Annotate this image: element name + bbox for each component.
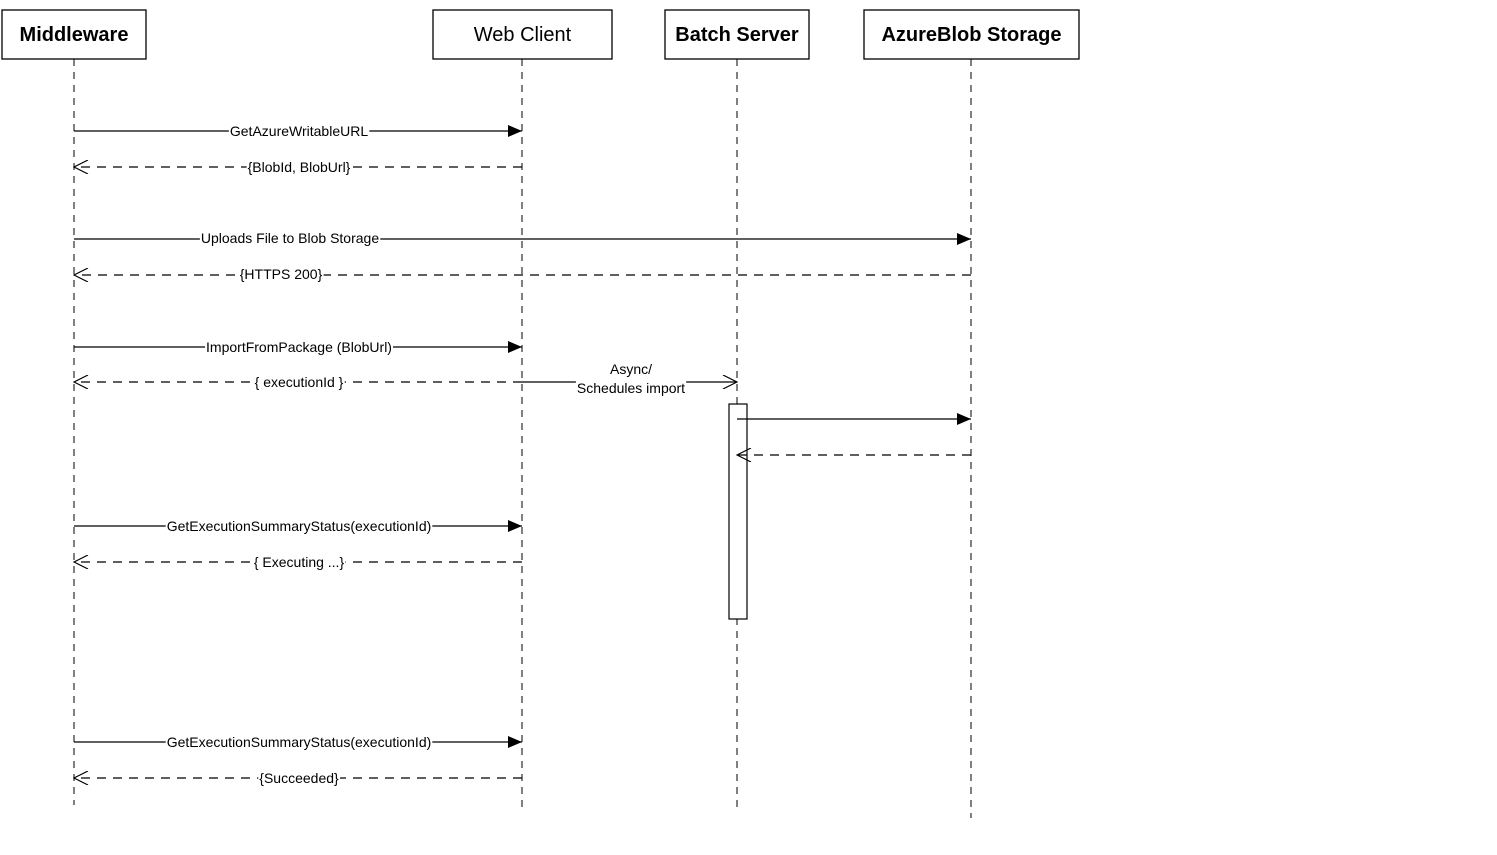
participant-box — [432, 9, 613, 60]
message-succeeded-return: {Succeeded} — [74, 770, 522, 786]
message-get-status-1: GetExecutionSummaryStatus(executionId) — [74, 518, 522, 534]
participant-box — [664, 9, 810, 60]
label-background — [238, 266, 324, 282]
participant-middleware: Middleware — [1, 9, 147, 60]
message-label: { executionId } — [255, 374, 344, 390]
message-label: ImportFromPackage (BlobUrl) — [206, 339, 392, 355]
message-label: {BlobId, BlobUrl} — [248, 159, 351, 175]
participant-box — [1, 9, 147, 60]
participant-label: AzureBlob Storage — [881, 24, 1061, 46]
message-label: { Executing ...} — [254, 554, 345, 570]
label-background — [246, 159, 352, 175]
participant-batch-server: Batch Server — [664, 9, 810, 60]
label-background — [199, 230, 381, 246]
message-https-200-return: {HTTPS 200} — [74, 266, 971, 282]
label-background — [165, 734, 433, 750]
participant-azureblob-storage: AzureBlob Storage — [863, 9, 1080, 60]
message-label: {Succeeded} — [259, 770, 339, 786]
message-label: Schedules import — [577, 380, 685, 396]
message-label: GetExecutionSummaryStatus(executionId) — [167, 734, 432, 750]
message-get-status-2: GetExecutionSummaryStatus(executionId) — [74, 734, 522, 750]
participant-box — [863, 9, 1080, 60]
message-label: Async/ — [610, 361, 652, 377]
participant-label: Middleware — [20, 24, 129, 46]
label-background — [253, 374, 345, 390]
label-background — [575, 361, 687, 396]
message-blob-id-url-return: {BlobId, BlobUrl} — [74, 159, 522, 175]
participant-label: Batch Server — [675, 24, 799, 46]
message-executing-return: { Executing ...} — [74, 554, 522, 570]
message-import-from-package: ImportFromPackage (BlobUrl) — [74, 339, 522, 355]
message-async-schedules-import: Async/Schedules import — [522, 361, 737, 396]
label-background — [205, 339, 393, 355]
activation-bar — [728, 403, 748, 620]
label-background — [228, 123, 370, 139]
label-background — [165, 518, 433, 534]
message-get-azure-writable-url: GetAzureWritableURL — [74, 123, 522, 139]
message-execution-id-return: { executionId } — [74, 374, 522, 390]
message-label: GetAzureWritableURL — [230, 123, 368, 139]
label-background — [252, 554, 346, 570]
participant-web-client: Web Client — [432, 9, 613, 60]
message-label: GetExecutionSummaryStatus(executionId) — [167, 518, 432, 534]
message-label: Uploads File to Blob Storage — [201, 230, 379, 246]
message-upload-file: Uploads File to Blob Storage — [74, 230, 971, 246]
participant-label: Web Client — [474, 24, 572, 46]
label-background — [258, 770, 341, 786]
message-label: {HTTPS 200} — [240, 266, 323, 282]
